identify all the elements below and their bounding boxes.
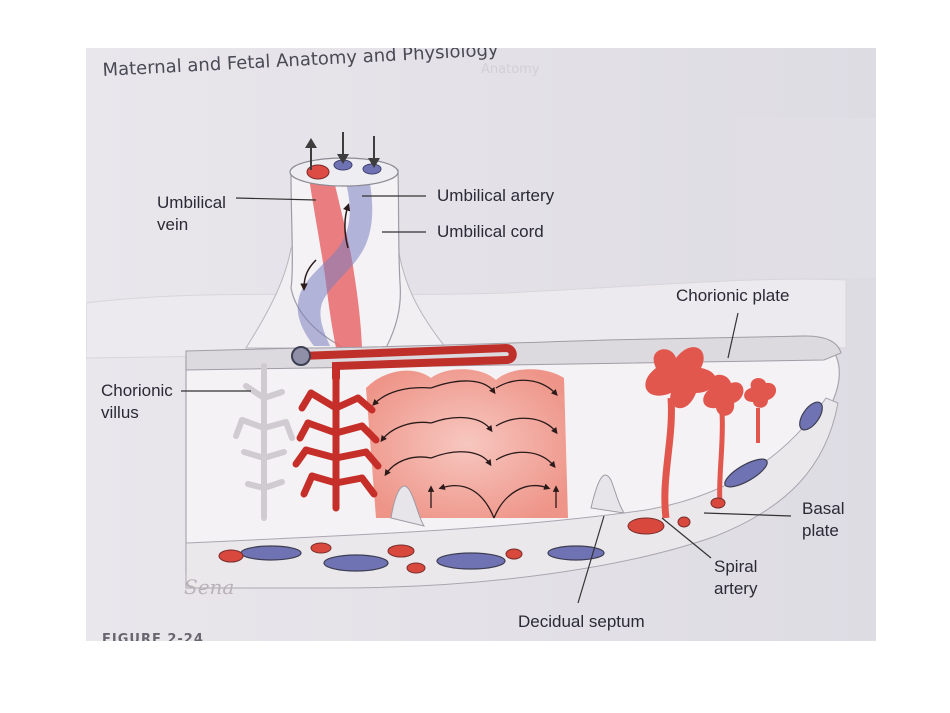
maternal-flow-arrows (372, 379, 560, 519)
arrow-up-icon (305, 138, 317, 170)
basal-artery (406, 562, 426, 574)
label-spiral-artery: Spiral artery (714, 557, 758, 598)
basal-vein (240, 545, 302, 561)
basal-artery (505, 548, 523, 560)
figure-caption: FIGURE 2-24 (102, 632, 204, 641)
maternal-spurt-1 (645, 347, 716, 409)
basal-vein (724, 458, 768, 488)
arrow-down-icon (368, 136, 380, 168)
leader-lines (181, 195, 792, 604)
villous-tree-red (292, 364, 382, 512)
spiral-artery-vessel (627, 517, 665, 535)
basal-layer (185, 397, 839, 589)
artist-signature: Sena (184, 575, 235, 599)
label-basal-plate: Basal plate (802, 499, 845, 540)
textbook-photo: Maternal and Fetal Anatomy and Physiolog… (86, 48, 876, 641)
placenta-diagram (86, 48, 876, 641)
basal-artery (677, 516, 691, 528)
label-decidual-septum: Decidual septum (518, 612, 645, 631)
villous-tree-pale (233, 363, 295, 521)
basal-artery (710, 497, 726, 509)
label-umbilical-vein: Umbilical vein (157, 193, 226, 234)
umbilical-artery-vessel (297, 172, 373, 346)
decidual-septum-2 (590, 474, 625, 514)
basal-vein (436, 552, 506, 570)
maternal-spurt-3 (744, 377, 777, 408)
artery-lumen-2 (362, 163, 382, 175)
label-chorionic-plate: Chorionic plate (676, 286, 790, 305)
vein-lumen (306, 164, 330, 180)
label-umbilical-cord: Umbilical cord (437, 222, 544, 241)
bleedthrough-text: Anatomy (481, 62, 540, 77)
basal-artery (310, 542, 332, 554)
basal-artery (218, 549, 244, 563)
basal-artery (387, 544, 415, 558)
label-umbilical-artery: Umbilical artery (437, 186, 555, 205)
basal-vein (799, 401, 823, 431)
arrow-down-icon (337, 132, 349, 164)
label-chorionic-villus: Chorionic villus (101, 381, 173, 422)
basal-vein (323, 554, 389, 572)
maternal-spurt-2 (703, 374, 744, 416)
decidual-septum-1 (390, 485, 426, 527)
intervillous-space (366, 369, 568, 518)
cord-vessel-origin (291, 346, 311, 366)
basal-vein (547, 545, 605, 561)
chorionic-vessel (297, 343, 517, 382)
